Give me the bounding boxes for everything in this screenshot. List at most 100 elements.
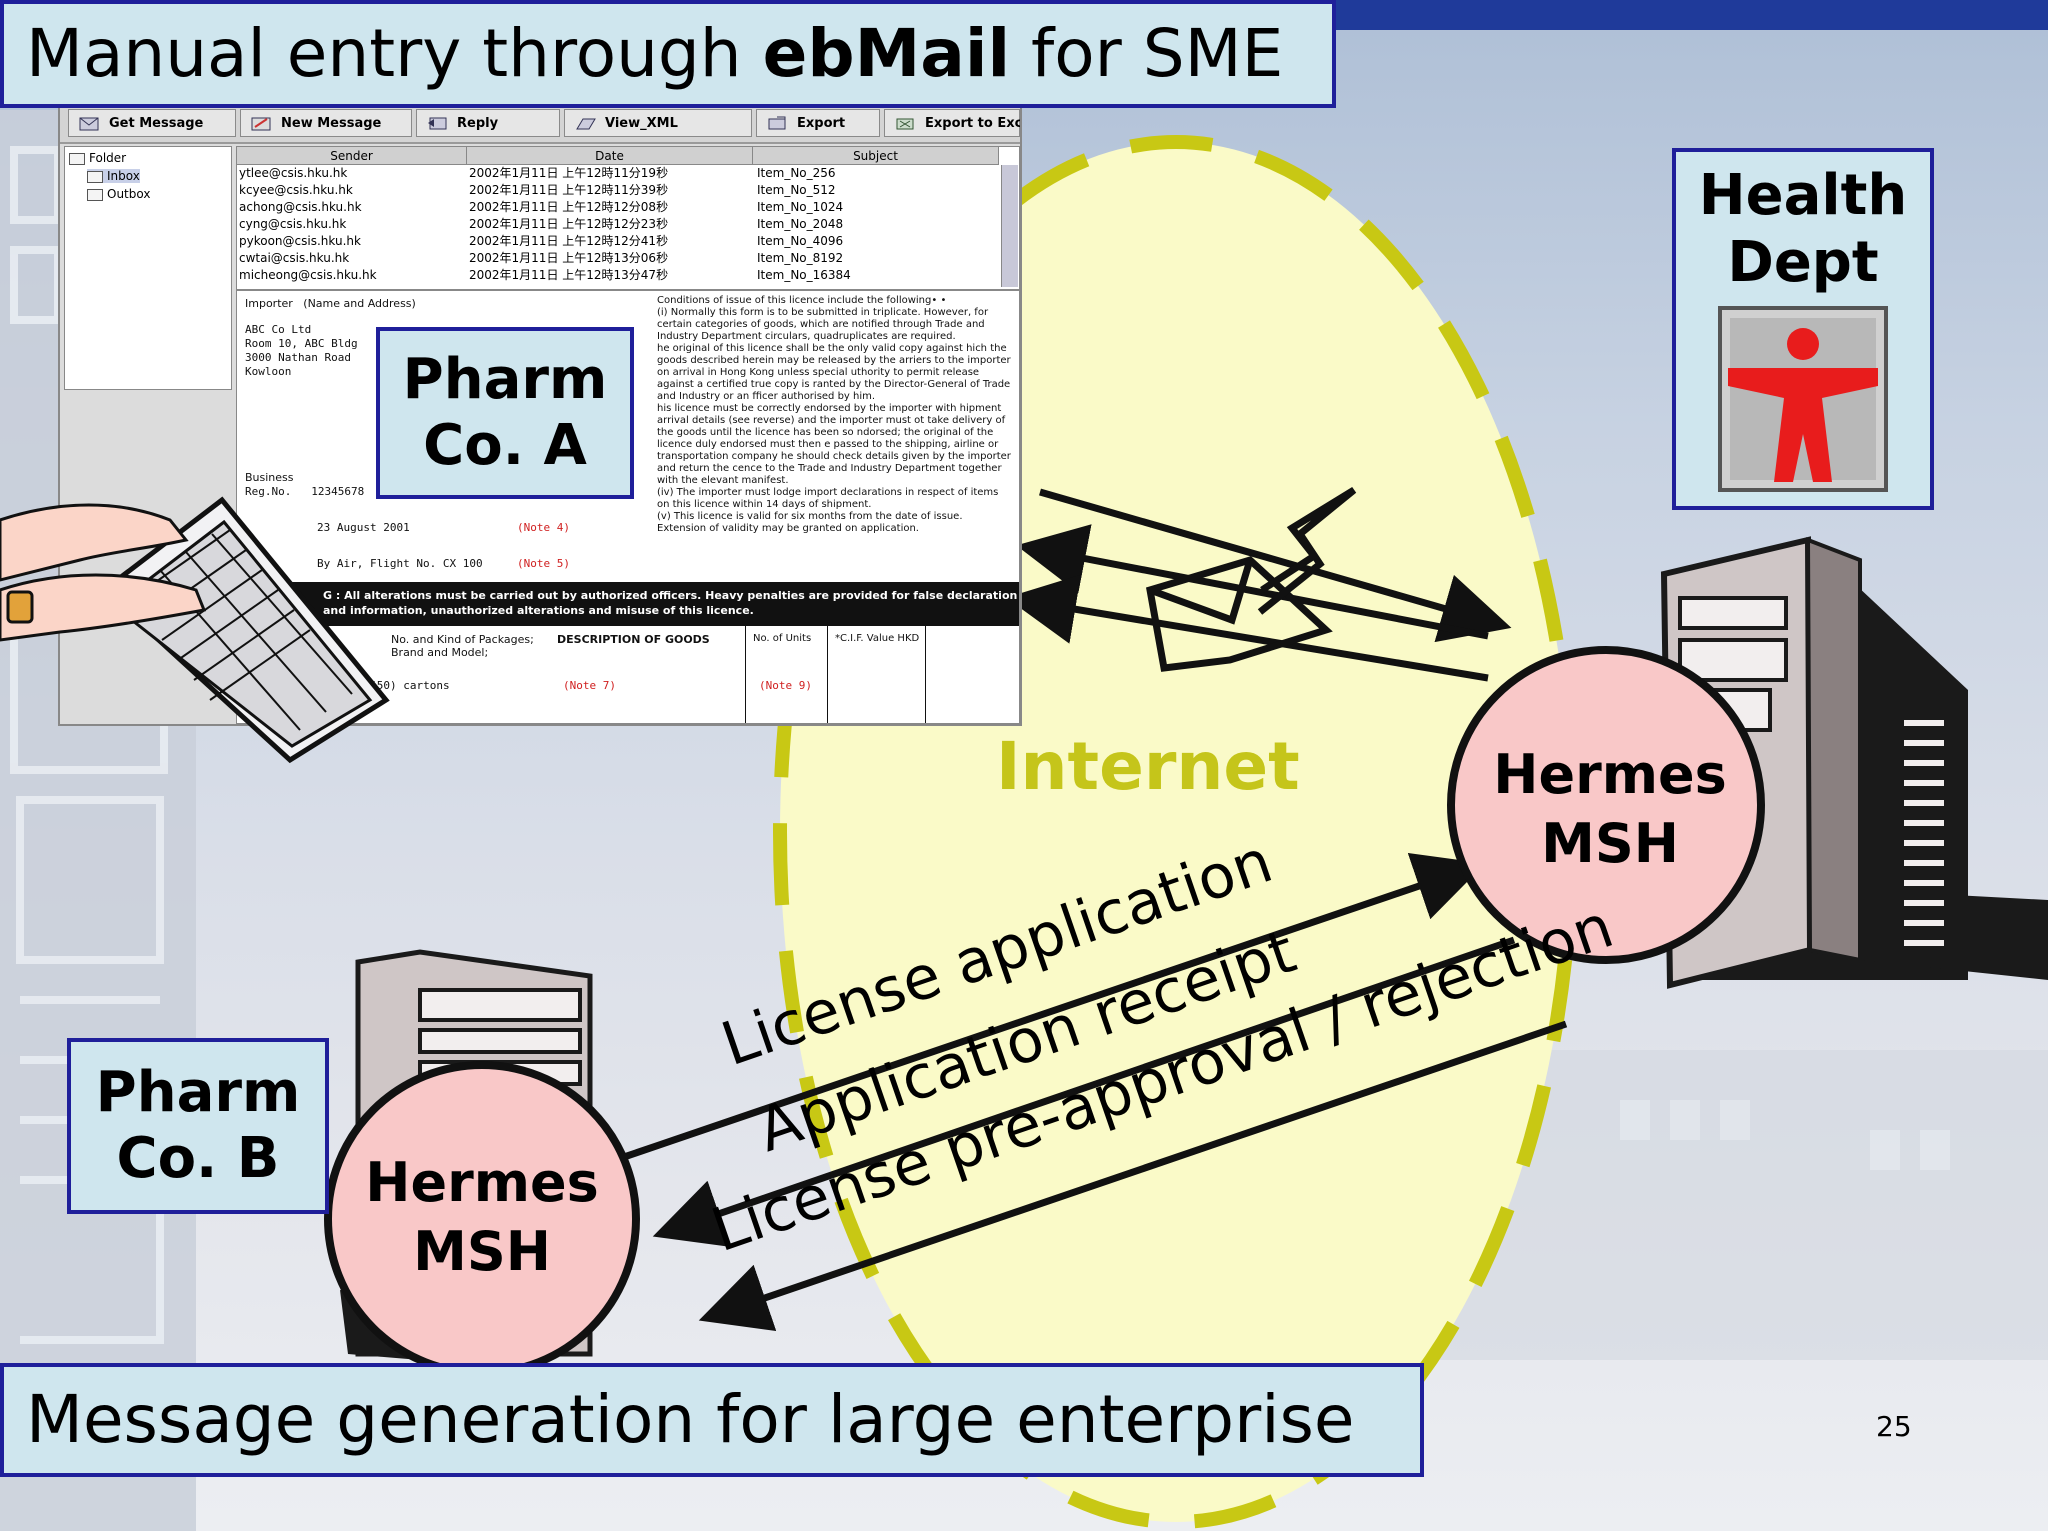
page-number: 25 [1876, 1410, 1912, 1443]
top-right-arrow [1039, 488, 1512, 643]
view-xml-button[interactable]: View_XML [564, 109, 752, 137]
folder-root-label: Folder [89, 151, 127, 165]
message-sender: achong@csis.hku.hk [239, 200, 362, 214]
message-sender: cwtai@csis.hku.hk [239, 251, 350, 265]
license-application-arrow [622, 852, 1486, 1161]
note-9: (Note 9) [759, 679, 812, 692]
message-date: 2002年1月11日 上午12時12分23秒 [469, 217, 669, 231]
pharm-b-line2: Co. B [116, 1126, 280, 1191]
view-xml-label: View_XML [605, 116, 678, 131]
export-label: Export [797, 116, 846, 131]
units-label: No. of Units [753, 633, 812, 644]
license-preapproval-arrow [698, 1020, 1568, 1331]
message-row[interactable]: pykoon@csis.hku.hk 2002年1月11日 上午12時12分41秒… [237, 233, 997, 250]
get-message-button[interactable]: Get Message [68, 109, 236, 137]
condition-1: (i) Normally this form is to be submitte… [657, 307, 989, 342]
message-subject: Item_No_4096 [757, 234, 844, 248]
slide-title: Manual entry through ebMail for SME [0, 0, 1336, 108]
column-header-date[interactable]: Date [467, 147, 753, 165]
importer-label: Importer (Name and Address) [245, 297, 416, 310]
top-banner-strip [1336, 0, 2048, 30]
reply-button[interactable]: Reply [416, 109, 560, 137]
note-4: (Note 4) [517, 521, 570, 534]
view-xml-icon [576, 118, 596, 130]
message-row[interactable]: cwtai@csis.hku.hk 2002年1月11日 上午12時13分06秒 I… [237, 250, 997, 267]
get-message-icon [79, 117, 99, 131]
pharm-a-line1: Pharm [402, 346, 608, 412]
message-subject: Item_No_1024 [757, 200, 844, 214]
condition-3: his licence must be correctly endorsed b… [657, 403, 1011, 486]
goods-label: DESCRIPTION OF GOODS [557, 633, 710, 646]
licence-conditions: Conditions of issue of this licence incl… [657, 295, 1013, 535]
reply-icon [428, 117, 447, 130]
footer-caption: Message generation for large enterprise [0, 1363, 1424, 1477]
hermes-msh-right-label: Hermes MSH [1460, 740, 1760, 878]
conditions-heading: Conditions of issue of this licence incl… [657, 295, 947, 306]
reg-number: Reg.No. 12345678 [245, 485, 365, 498]
top-return-arrow-2 [1006, 574, 1489, 682]
note-5: (Note 5) [517, 557, 570, 570]
lightning-envelope-icon [1146, 487, 1357, 672]
condition-2: he original of this licence shall be the… [657, 343, 1011, 402]
message-date: 2002年1月11日 上午12時11分19秒 [469, 166, 669, 180]
title-suffix: for SME [1010, 15, 1284, 92]
message-date: 2002年1月11日 上午12時13分06秒 [469, 251, 669, 265]
message-sender: kcyee@csis.hku.hk [239, 183, 353, 197]
folder-root[interactable]: Folder [69, 151, 126, 165]
message-sender: pykoon@csis.hku.hk [239, 234, 361, 248]
condition-4: (iv) The importer must lodge import decl… [657, 487, 999, 510]
flight-value: By Air, Flight No. CX 100 [317, 557, 483, 570]
message-sender: cyng@csis.hku.hk [239, 217, 347, 231]
health-dept-line1: Health [1698, 163, 1908, 228]
column-header-subject[interactable]: Subject [753, 147, 999, 165]
folder-inbox[interactable]: Inbox [87, 169, 140, 183]
message-subject: Item_No_512 [757, 183, 836, 197]
msh-left-line2: MSH [413, 1220, 551, 1284]
licence-form: Importer (Name and Address) ABC Co Ltd R… [236, 290, 1020, 724]
internet-label: Internet [996, 728, 1300, 805]
inbox-folder-icon [87, 170, 103, 183]
importer-address: ABC Co Ltd Room 10, ABC Bldg 3000 Nathan… [245, 323, 358, 378]
packages-label: No. and Kind of Packages; Brand and Mode… [391, 633, 534, 659]
folder-icon [69, 152, 85, 165]
business-label: Business [245, 471, 294, 484]
folder-inbox-label: Inbox [107, 169, 140, 183]
keyboard-hands-icon [0, 496, 390, 764]
export-button[interactable]: Export [756, 109, 880, 137]
column-header-sender[interactable]: Sender [237, 147, 467, 165]
wristwatch-icon [6, 590, 34, 624]
hermes-msh-left-label: Hermes MSH [332, 1148, 632, 1286]
msh-right-circle [1447, 646, 1765, 964]
pharm-co-b-box: Pharm Co. B [67, 1038, 329, 1214]
message-list-scrollbar[interactable] [1001, 165, 1018, 287]
health-dept-logo-icon [1718, 306, 1888, 493]
health-dept-box: Health Dept [1672, 148, 1934, 510]
message-subject: Item_No_256 [757, 166, 836, 180]
pharm-co-a-box: Pharm Co. A [376, 327, 634, 499]
new-message-icon [251, 117, 271, 131]
msh-right-line1: Hermes [1493, 743, 1727, 806]
title-prefix: Manual entry through [26, 15, 763, 92]
note-7: (Note 7) [563, 679, 616, 692]
application-receipt-arrow [652, 936, 1516, 1247]
goods-divider-3 [925, 626, 926, 723]
export-to-excel-label: Export to Excel [925, 116, 1022, 131]
cif-label: *C.I.F. Value HKD [835, 633, 920, 644]
reply-label: Reply [457, 116, 499, 131]
message-date: 2002年1月11日 上午12時12分41秒 [469, 234, 669, 248]
folder-outbox-label: Outbox [107, 187, 151, 201]
folder-outbox[interactable]: Outbox [87, 187, 150, 201]
new-message-button[interactable]: New Message [240, 109, 412, 137]
export-to-excel-button[interactable]: Export to Excel [884, 109, 1020, 137]
warning-banner: G : All alterations must be carried out … [237, 582, 1019, 626]
goods-divider-1 [745, 626, 746, 723]
message-subject: Item_No_8192 [757, 251, 844, 265]
